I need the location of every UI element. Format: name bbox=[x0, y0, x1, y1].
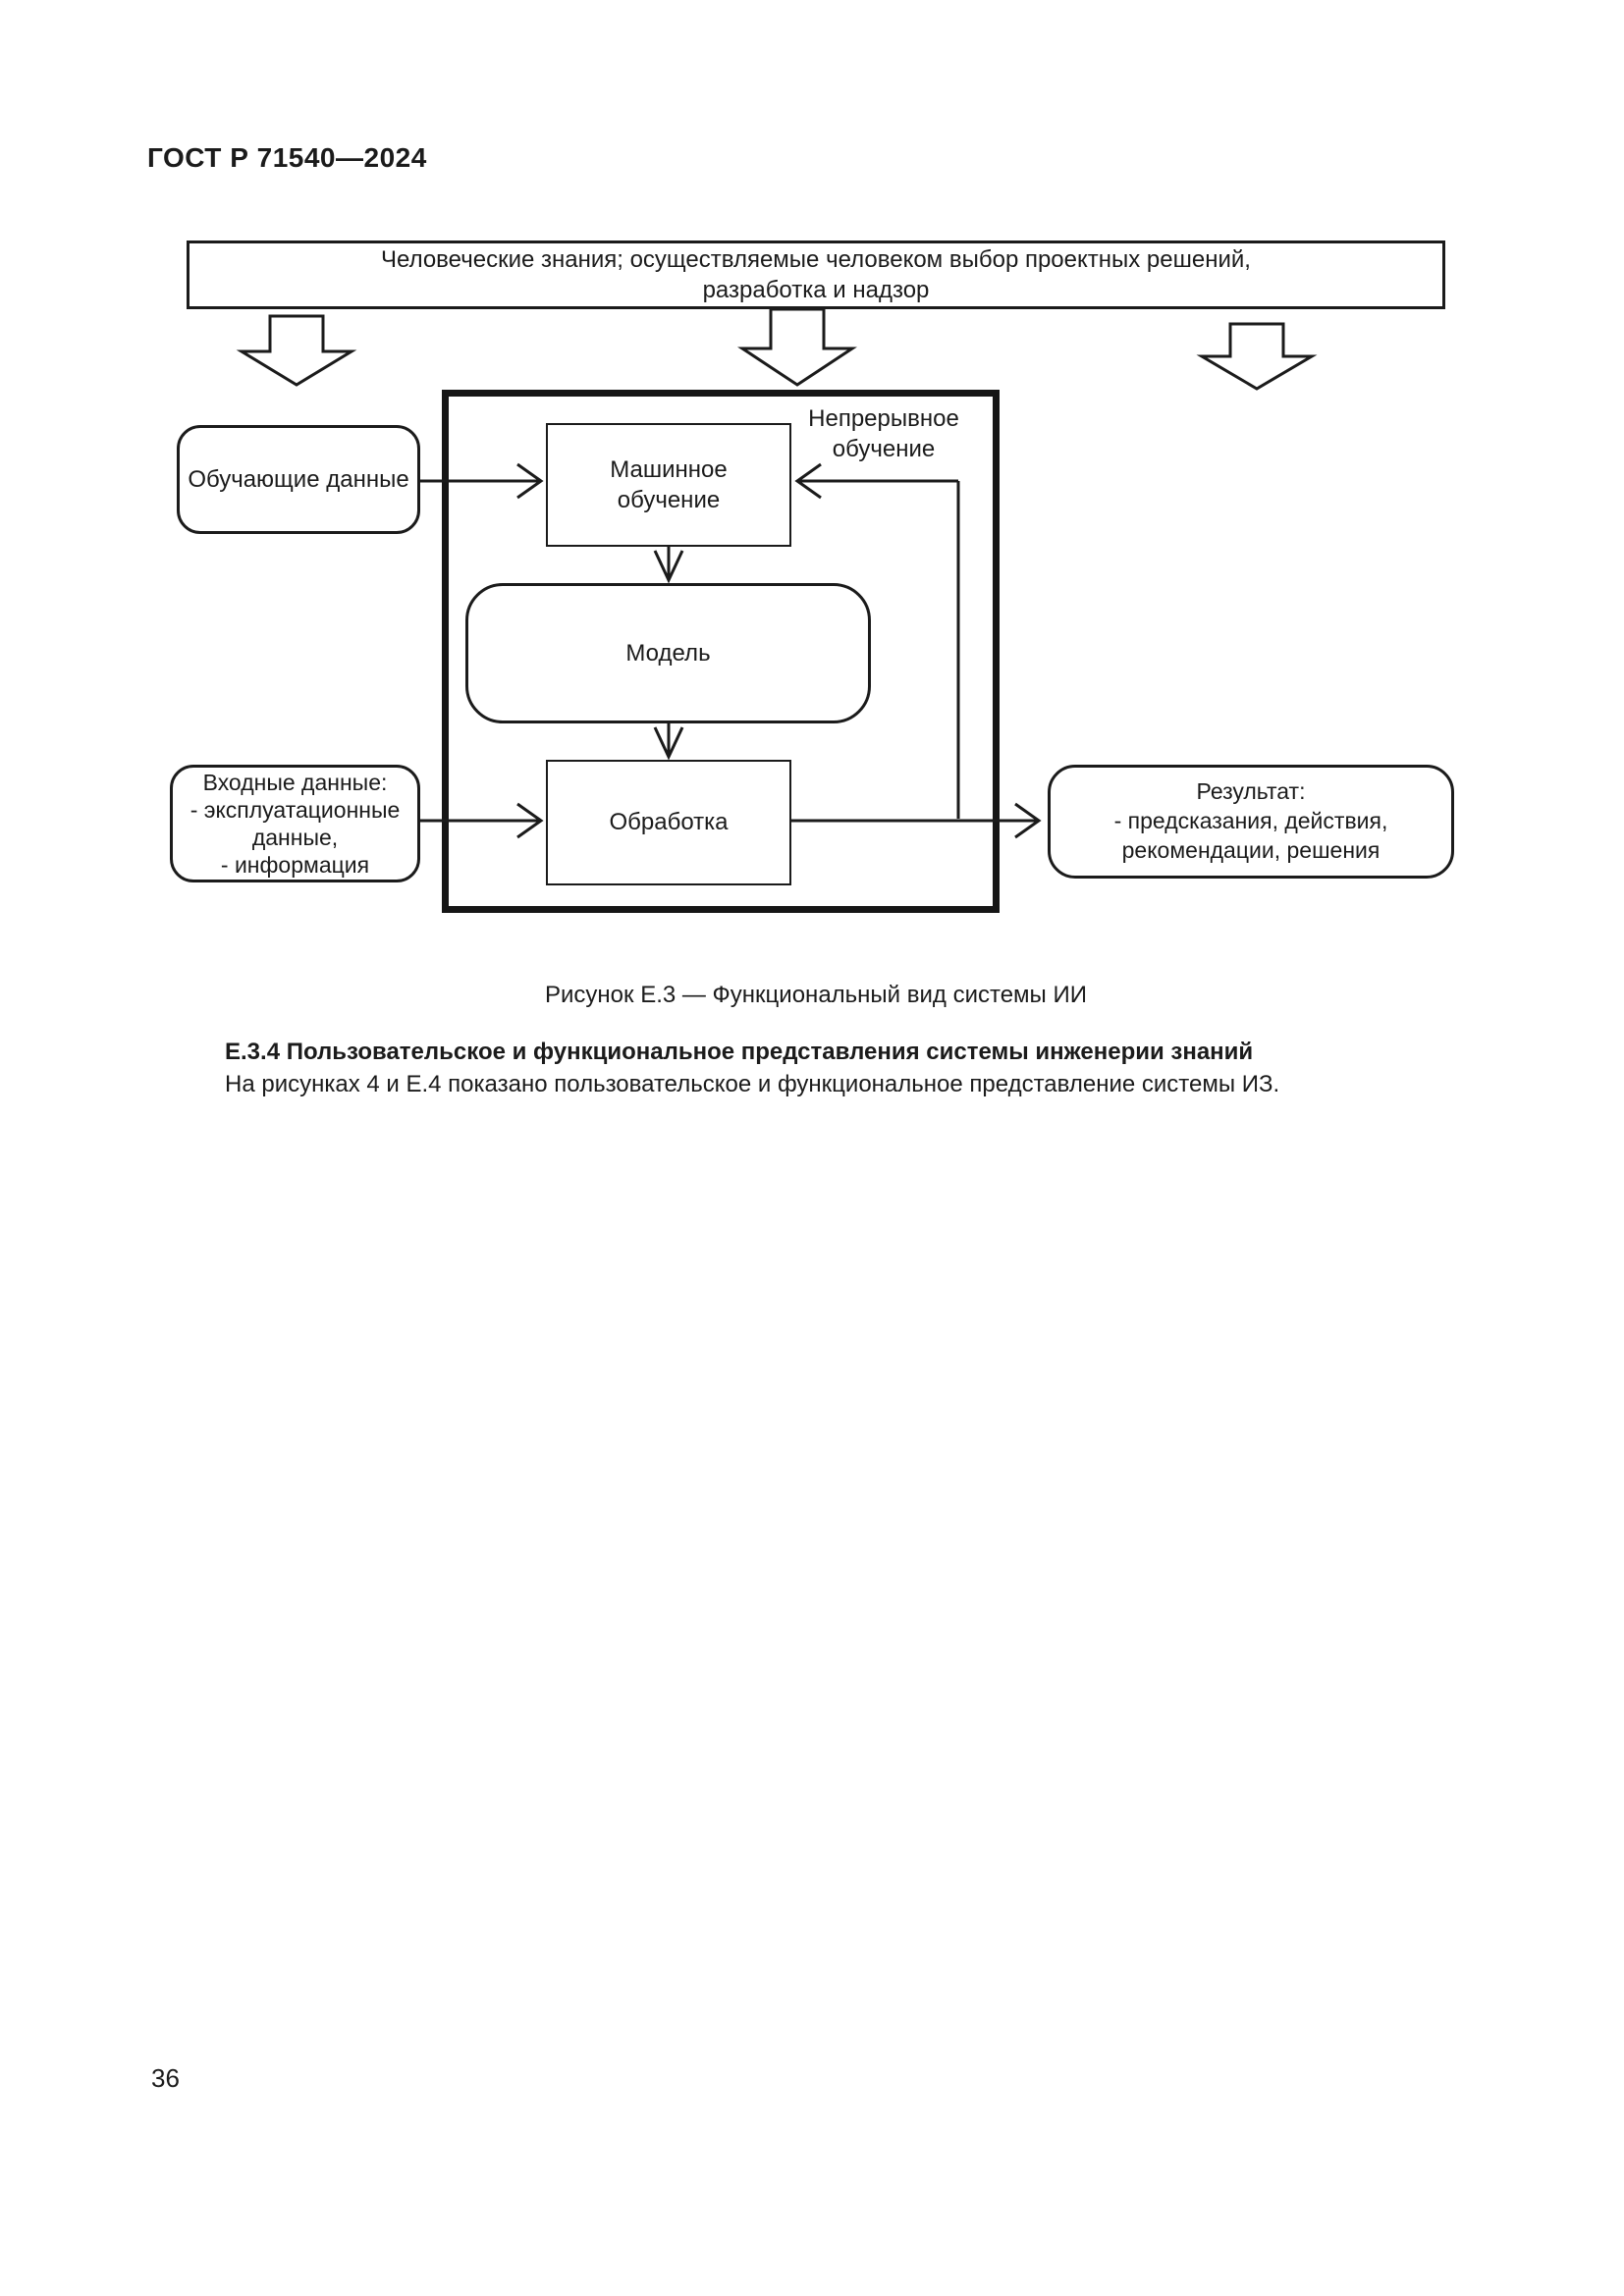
human-knowledge-box: Человеческие знания; осуществляемые чело… bbox=[187, 240, 1445, 309]
figure-caption: Рисунок Е.3 — Функциональный вид системы… bbox=[545, 982, 1087, 1008]
arrowhead-into-processing-top bbox=[653, 726, 684, 761]
down-block-arrow-center bbox=[737, 307, 857, 387]
ai-system-container-box bbox=[442, 390, 1000, 913]
down-block-arrow-right bbox=[1196, 322, 1318, 391]
arrowhead-into-model bbox=[653, 550, 684, 584]
diagram-connectors-layer bbox=[236, 307, 1318, 839]
section-body-text: На рисунках 4 и Е.4 показано пользовател… bbox=[225, 1071, 1280, 1097]
page-number: 36 bbox=[151, 2063, 180, 2093]
training-data-box: Обучающие данные bbox=[177, 425, 420, 534]
arrowhead-into-result bbox=[1014, 802, 1042, 839]
down-block-arrows bbox=[236, 307, 1318, 391]
processing-box: Обработка bbox=[546, 760, 791, 885]
input-data-box: Входные данные: - эксплуатационные данны… bbox=[170, 765, 420, 882]
arrowhead-into-ml-right bbox=[794, 462, 822, 500]
model-box: Модель bbox=[465, 583, 871, 723]
down-block-arrow-left bbox=[236, 314, 357, 387]
arrowhead-into-processing-left bbox=[516, 802, 544, 839]
arrowhead-into-ml-left bbox=[516, 462, 544, 500]
continuous-learning-label: Непрерывное обучение bbox=[808, 405, 959, 462]
document-standard-number: ГОСТ Р 71540—2024 bbox=[147, 142, 427, 173]
machine-learning-box: Машинное обучение bbox=[546, 423, 791, 547]
section-heading-e34: Е.3.4 Пользовательское и функциональное … bbox=[225, 1039, 1254, 1065]
result-box: Результат: - предсказания, действия, рек… bbox=[1048, 765, 1454, 879]
flow-lines bbox=[420, 462, 1042, 839]
